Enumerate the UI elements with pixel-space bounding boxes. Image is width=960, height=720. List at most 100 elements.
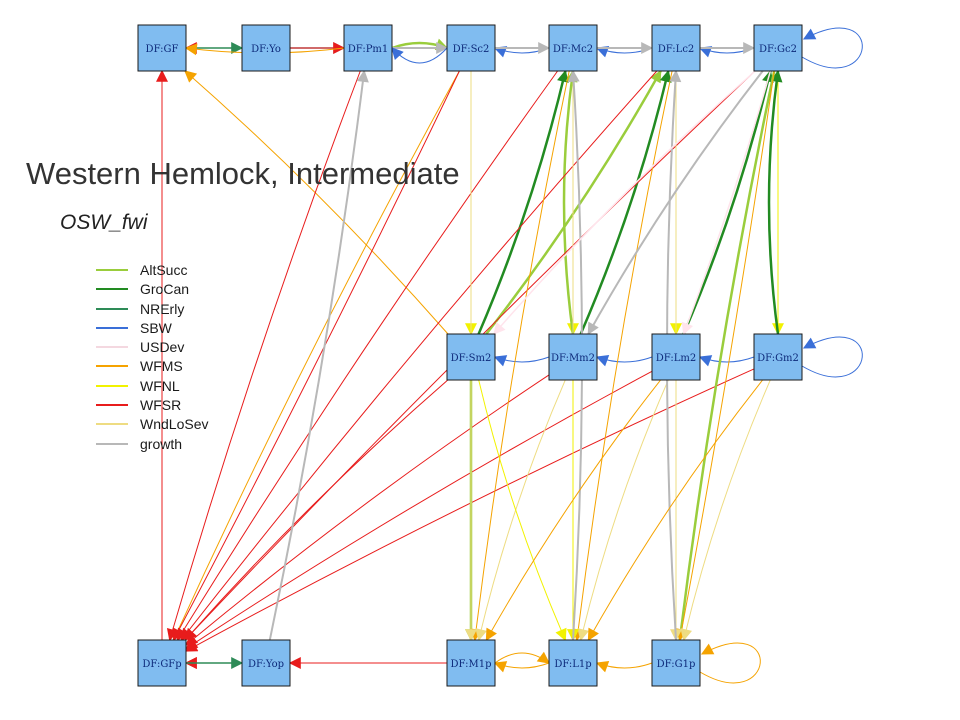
edge-gm2-to-gc2 bbox=[767, 69, 783, 335]
node-sm2: DF:Sm2 bbox=[446, 333, 496, 381]
edge-mm2-to-gfp bbox=[185, 374, 550, 646]
legend-label: WFNL bbox=[140, 377, 180, 394]
legend-label: NRErly bbox=[140, 300, 185, 317]
edge-gm2-to-gm2 bbox=[801, 336, 863, 378]
node-box bbox=[137, 24, 187, 72]
edge-sc2-to-gfp bbox=[172, 70, 460, 642]
node-box bbox=[651, 24, 701, 72]
node-box bbox=[651, 639, 701, 687]
edge-l1p-to-m1p bbox=[493, 661, 550, 673]
edge-sm2-to-lc2 bbox=[485, 69, 662, 335]
node-gf: DF:GF bbox=[137, 24, 187, 72]
legend-swatch bbox=[96, 365, 128, 368]
nodes-layer: DF:GF DF:Yo DF:Pm1 DF:Sc2 DF:Mc2 DF:Lc2 DF:Gc2… bbox=[137, 24, 803, 687]
edge-lm2-to-m1p bbox=[485, 379, 661, 642]
node-yo: DF:Yo bbox=[241, 24, 291, 72]
edge-mm2-to-sm2 bbox=[493, 355, 550, 367]
node-label: DF:Yop bbox=[248, 659, 284, 670]
edge-sm2-to-mc2 bbox=[477, 69, 569, 335]
edge-gc2-to-gc2 bbox=[801, 27, 863, 69]
edge-lm2-to-gc2 bbox=[682, 69, 774, 335]
node-box bbox=[446, 24, 496, 72]
node-box bbox=[446, 639, 496, 687]
legend-swatch bbox=[96, 288, 128, 291]
legend-label: AltSucc bbox=[140, 262, 188, 278]
edge-lm2-to-mm2 bbox=[595, 355, 653, 367]
node-box bbox=[241, 24, 291, 72]
legend-swatch bbox=[96, 307, 128, 310]
node-label: DF:GF bbox=[146, 44, 179, 55]
node-m1p: DF:M1p bbox=[446, 639, 496, 687]
edge-mc2-to-m1p bbox=[470, 70, 570, 642]
node-label: DF:GFp bbox=[142, 659, 181, 670]
edge-lm2-to-l1p bbox=[577, 379, 669, 642]
node-box bbox=[548, 639, 598, 687]
node-label: DF:Mm2 bbox=[551, 353, 595, 364]
legend-swatch bbox=[96, 269, 128, 271]
legend-label: WndLoSev bbox=[140, 416, 209, 433]
node-label: DF:Yo bbox=[251, 44, 281, 55]
legend-swatch bbox=[96, 346, 128, 349]
edge-gc2-to-sm2 bbox=[493, 70, 756, 335]
edge-sc2-to-pm1 bbox=[391, 47, 448, 64]
node-gfp: DF:GFp bbox=[137, 639, 187, 687]
legend-swatch bbox=[96, 384, 128, 387]
edge-sc2-to-gfp bbox=[173, 70, 460, 642]
edge-lm2-to-gfp bbox=[184, 370, 653, 650]
diagram-title: Western Hemlock, Intermediate bbox=[26, 156, 460, 191]
node-label: DF:L1p bbox=[554, 659, 591, 670]
edge-yop-to-pm1 bbox=[268, 69, 369, 641]
node-label: DF:Lm2 bbox=[656, 353, 696, 364]
edge-m1p-to-l1p bbox=[494, 651, 550, 664]
edge-mm2-to-mc2 bbox=[562, 69, 578, 335]
legend-label: WFSR bbox=[140, 397, 182, 414]
legend-swatch bbox=[96, 442, 128, 445]
edge-mm2-to-lc2 bbox=[579, 69, 672, 335]
legend-swatch bbox=[96, 404, 128, 407]
edge-gc2-to-lm2 bbox=[681, 70, 772, 336]
diagram-subtitle: OSW_fwi bbox=[60, 211, 148, 234]
legend-label: WFMS bbox=[140, 358, 183, 375]
node-sc2: DF:Sc2 bbox=[446, 24, 496, 72]
node-lm2: DF:Lm2 bbox=[651, 333, 701, 381]
node-gc2: DF:Gc2 bbox=[753, 24, 803, 72]
node-gm2: DF:Gm2 bbox=[753, 333, 803, 381]
edge-gm2-to-gfp bbox=[184, 368, 755, 652]
edge-lc2-to-l1p bbox=[572, 70, 673, 642]
node-box bbox=[753, 333, 803, 381]
edge-gm2-to-l1p bbox=[587, 379, 763, 642]
legend-swatch bbox=[96, 326, 128, 329]
node-label: DF:Gc2 bbox=[759, 44, 797, 55]
edge-gm2-to-lm2 bbox=[698, 355, 755, 367]
edge-sm2-to-gf bbox=[184, 70, 449, 335]
edge-sm2-to-l1p bbox=[478, 379, 567, 642]
edge-g1p-to-l1p bbox=[595, 661, 653, 673]
node-box bbox=[137, 639, 187, 687]
node-pm1: DF:Pm1 bbox=[343, 24, 393, 72]
edge-gc2-to-g1p bbox=[675, 70, 775, 642]
edge-gm2-to-g1p bbox=[680, 379, 771, 642]
node-l1p: DF:L1p bbox=[548, 639, 598, 687]
edge-gc2-to-mm2 bbox=[587, 70, 764, 336]
node-label: DF:M1p bbox=[451, 659, 492, 670]
legend-swatch bbox=[96, 423, 128, 426]
node-box bbox=[241, 639, 291, 687]
legend-label: USDev bbox=[140, 339, 185, 356]
node-label: DF:Sm2 bbox=[451, 353, 492, 364]
node-mc2: DF:Mc2 bbox=[548, 24, 598, 72]
node-box bbox=[651, 333, 701, 381]
node-g1p: DF:G1p bbox=[651, 639, 701, 687]
node-label: DF:Pm1 bbox=[348, 44, 389, 55]
node-label: DF:Lc2 bbox=[658, 44, 695, 55]
node-mm2: DF:Mm2 bbox=[548, 333, 598, 381]
node-box bbox=[548, 333, 598, 381]
legend-label: GroCan bbox=[140, 281, 190, 298]
node-box bbox=[548, 24, 598, 72]
node-label: DF:Gm2 bbox=[757, 353, 799, 364]
node-yop: DF:Yop bbox=[241, 639, 291, 687]
node-label: DF:G1p bbox=[657, 659, 696, 670]
edge-gc2-to-g1p bbox=[675, 70, 776, 642]
edges-layer bbox=[156, 27, 863, 684]
node-box bbox=[446, 333, 496, 381]
